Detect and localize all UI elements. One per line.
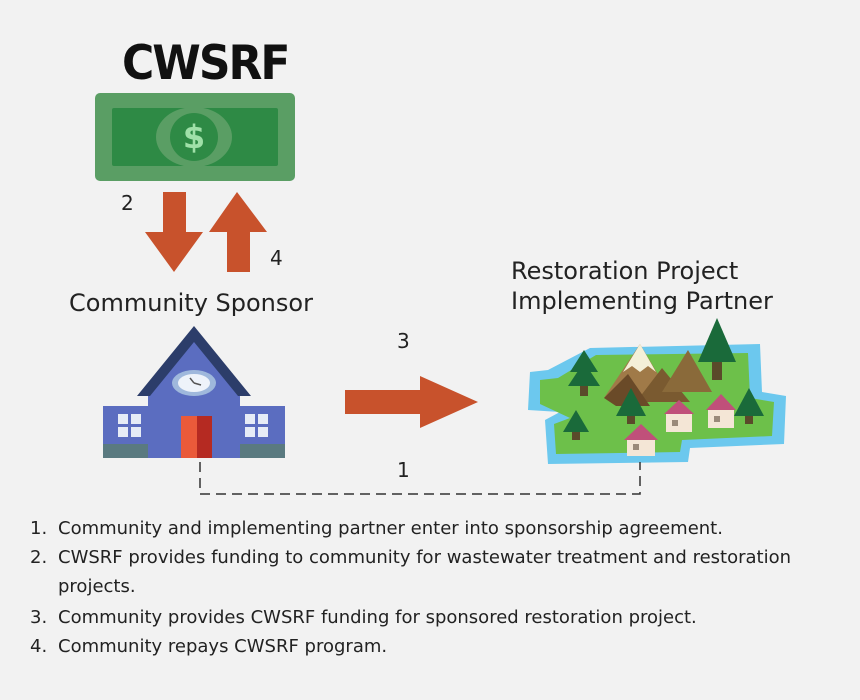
step-number-2: 2 [121,191,134,215]
partner-label-line-1: Restoration Project [511,257,739,285]
legend-list: 1. Community and implementing partner en… [30,514,850,661]
school-building-icon [103,326,285,458]
legend-item: 2. CWSRF provides funding to community f… [30,543,850,601]
partner-label: Restoration Project Implementing Partner [511,256,773,316]
legend-item-text: Community repays CWSRF program. [58,636,388,657]
dollar-sign-icon: $ [182,118,206,156]
diagram-title: CWSRF [122,36,290,92]
arrow-right-step-3 [345,376,478,428]
arrow-down-step-2 [145,192,203,272]
community-sponsor-label: Community Sponsor [69,289,313,317]
step-number-3: 3 [397,329,410,353]
legend-item-text: CWSRF provides funding to community for … [58,547,792,597]
legend-item: 3. Community provides CWSRF funding for … [30,603,850,632]
legend-item-number: 3. [30,607,48,628]
step-number-4: 4 [270,246,283,270]
legend-item-text: Community and implementing partner enter… [58,518,723,539]
legend-item-text: Community provides CWSRF funding for spo… [58,607,697,628]
legend-item: 4. Community repays CWSRF program. [30,632,850,661]
dashed-agreement-line [199,462,641,495]
legend-item-number: 4. [30,636,48,657]
partner-label-line-2: Implementing Partner [511,287,773,315]
legend-item-number: 2. [30,547,48,568]
step-number-1: 1 [397,458,410,482]
money-bill-icon [95,93,295,181]
arrow-up-step-4 [209,192,267,272]
legend-item-number: 1. [30,518,48,539]
landscape-map-icon [528,318,786,464]
legend-item: 1. Community and implementing partner en… [30,514,850,543]
